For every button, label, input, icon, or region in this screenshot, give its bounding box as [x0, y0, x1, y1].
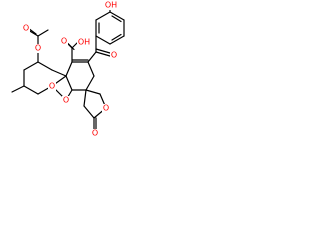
acid-oh-label: OH	[78, 38, 90, 47]
acetate-carbonyl-o-label: O	[23, 24, 29, 33]
acid-carbonyl-o-label: O	[61, 37, 67, 46]
bridge-ring-o-label: O	[63, 96, 69, 105]
acetate-ester-o-label: O	[35, 44, 41, 53]
central-ring	[65, 47, 95, 91]
methyl-bond	[11, 85, 25, 93]
phenol-ring	[95, 11, 125, 45]
pyran-ring-o-label: O	[49, 82, 55, 91]
pyran-ring	[23, 61, 67, 95]
ketone-o-label: O	[111, 51, 117, 60]
ketone-group	[87, 35, 111, 63]
phenol-oh-label: OH	[105, 1, 117, 10]
molecule-svg: OH O O OH O O O O O O	[11, 0, 125, 138]
lactone-ring-o-label: O	[103, 104, 109, 113]
lactone-ring	[83, 89, 107, 131]
atom-labels: OH O O OH O O O O O O	[22, 0, 118, 138]
lactone-carbonyl-o-label: O	[92, 129, 98, 138]
molecule-structure-diagram: OH O O OH O O O O O O	[0, 0, 150, 150]
